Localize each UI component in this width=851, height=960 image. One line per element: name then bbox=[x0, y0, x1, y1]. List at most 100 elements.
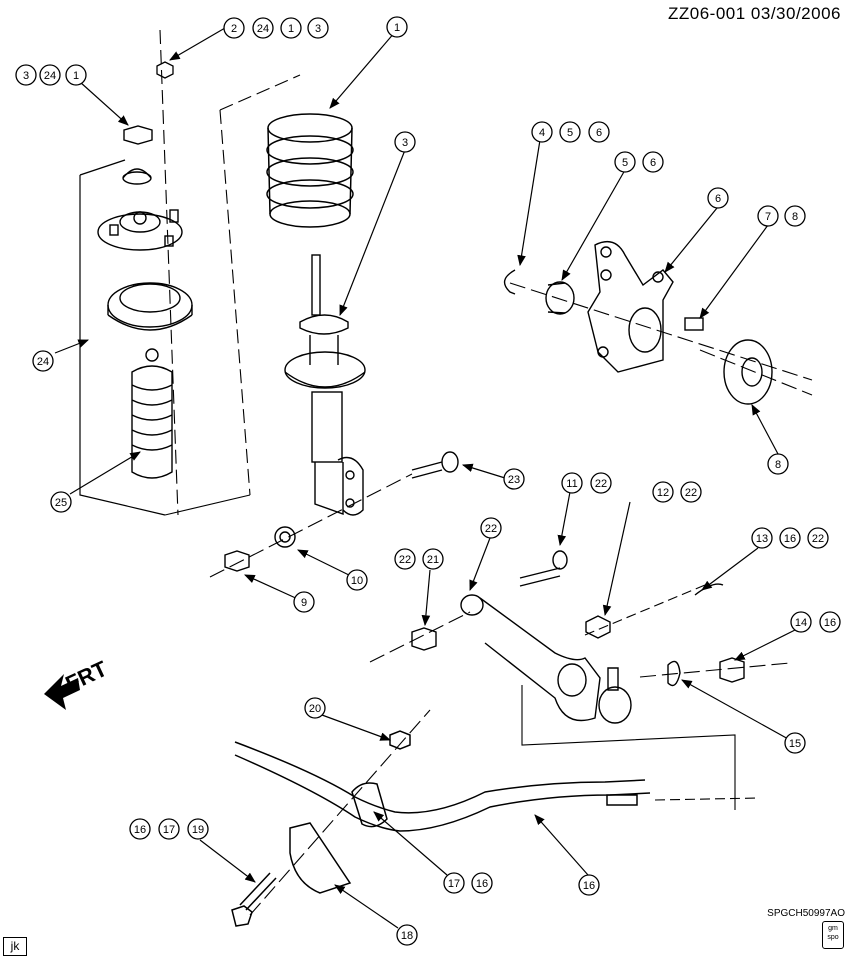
callout-circle bbox=[779, 527, 801, 549]
callout-13: 13 bbox=[751, 527, 773, 549]
callout-circle bbox=[652, 481, 674, 503]
callout-1: 1 bbox=[280, 17, 302, 39]
callout-circle bbox=[471, 872, 493, 894]
diagram-code-header: ZZ06-001 03/30/2006 bbox=[667, 4, 841, 23]
callout-circle bbox=[129, 818, 151, 840]
callout-16: 16 bbox=[578, 874, 600, 896]
callout-5: 5 bbox=[614, 151, 636, 173]
callout-circle bbox=[50, 491, 72, 513]
callout-24: 24 bbox=[39, 64, 61, 86]
callout-number: 16 bbox=[824, 617, 836, 629]
callout-number: 3 bbox=[402, 137, 408, 149]
direction-label: FRT bbox=[62, 656, 112, 697]
callout-number: 15 bbox=[789, 738, 801, 750]
callout-6: 6 bbox=[707, 187, 729, 209]
callout-number: 17 bbox=[163, 824, 175, 836]
callout-circle bbox=[396, 924, 418, 946]
callout-number: 19 bbox=[192, 824, 204, 836]
callout-5: 5 bbox=[559, 121, 581, 143]
callout-circle bbox=[32, 350, 54, 372]
callout-11: 11 bbox=[561, 472, 583, 494]
callout-22: 22 bbox=[590, 472, 612, 494]
callout-22: 22 bbox=[394, 548, 416, 570]
lower-control-arm bbox=[411, 550, 745, 724]
callout-number: 11 bbox=[566, 478, 577, 490]
callout-4: 4 bbox=[531, 121, 553, 143]
callout-circle bbox=[767, 453, 789, 475]
callout-2: 2 bbox=[223, 17, 245, 39]
callout-number: 1 bbox=[73, 70, 79, 82]
callout-number: 12 bbox=[657, 487, 669, 499]
callout-8: 8 bbox=[767, 453, 789, 475]
callout-number: 7 bbox=[765, 211, 771, 223]
callout-3: 3 bbox=[15, 64, 37, 86]
callout-number: 5 bbox=[622, 157, 628, 169]
callout-number: 24 bbox=[37, 356, 49, 368]
callout-circle bbox=[531, 121, 553, 143]
callout-circle bbox=[503, 468, 525, 490]
callout-16: 16 bbox=[779, 527, 801, 549]
strut-bolts bbox=[224, 451, 459, 572]
callout-22: 22 bbox=[807, 527, 829, 549]
callout-number: 5 bbox=[567, 127, 573, 139]
callout-6: 6 bbox=[588, 121, 610, 143]
callout-number: 16 bbox=[784, 533, 796, 545]
callout-circle bbox=[642, 151, 664, 173]
callout-circle bbox=[386, 16, 408, 38]
callout-7: 7 bbox=[757, 205, 779, 227]
callout-circle bbox=[757, 205, 779, 227]
leader-lines bbox=[54, 27, 796, 929]
strut-assembly bbox=[284, 254, 366, 516]
callout-circle bbox=[751, 527, 773, 549]
callout-number: 24 bbox=[257, 23, 269, 35]
callout-circle bbox=[394, 548, 416, 570]
callout-circle bbox=[680, 481, 702, 503]
callout-number: 6 bbox=[650, 157, 656, 169]
callout-circle bbox=[280, 17, 302, 39]
callout-6: 6 bbox=[642, 151, 664, 173]
callout-number: 16 bbox=[476, 878, 488, 890]
callout-circle bbox=[307, 17, 329, 39]
callout-number: 10 bbox=[351, 575, 363, 587]
callout-17: 17 bbox=[443, 872, 465, 894]
callout-circle bbox=[293, 591, 315, 613]
callout-circle bbox=[304, 697, 326, 719]
callout-3: 3 bbox=[307, 17, 329, 39]
callout-number: 3 bbox=[23, 70, 29, 82]
callout-number: 16 bbox=[583, 880, 595, 892]
callout-number: 6 bbox=[715, 193, 721, 205]
callout-1: 1 bbox=[386, 16, 408, 38]
callout-number: 23 bbox=[508, 474, 520, 486]
callout-circle bbox=[65, 64, 87, 86]
callout-circle bbox=[346, 569, 368, 591]
callout-circle bbox=[588, 121, 610, 143]
knuckle-hub-assembly bbox=[503, 241, 773, 405]
callout-number: 8 bbox=[775, 459, 781, 471]
callout-16: 16 bbox=[129, 818, 151, 840]
gm-logo-line2: spo bbox=[827, 934, 839, 941]
callout-number: 4 bbox=[539, 127, 545, 139]
callout-circle bbox=[819, 611, 841, 633]
callout-number: 22 bbox=[485, 523, 497, 535]
callout-number: 22 bbox=[399, 554, 411, 566]
callout-number: 21 bbox=[427, 554, 439, 566]
callout-circle bbox=[807, 527, 829, 549]
callout-number: 22 bbox=[595, 478, 607, 490]
callout-circle bbox=[187, 818, 209, 840]
callout-circle bbox=[784, 205, 806, 227]
callout-15: 15 bbox=[784, 732, 806, 754]
callout-1: 1 bbox=[65, 64, 87, 86]
callout-number: 25 bbox=[55, 497, 67, 509]
callout-number: 17 bbox=[448, 878, 460, 890]
callout-21: 21 bbox=[422, 548, 444, 570]
callout-circle bbox=[784, 732, 806, 754]
gm-spo-logo: gm spo bbox=[822, 921, 844, 949]
callout-number: 16 bbox=[134, 824, 146, 836]
callout-circle bbox=[39, 64, 61, 86]
stabilizer-bar bbox=[231, 730, 651, 927]
callout-number: 24 bbox=[44, 70, 56, 82]
callout-number: 13 bbox=[756, 533, 768, 545]
callout-circle bbox=[15, 64, 37, 86]
callout-number: 14 bbox=[795, 617, 807, 629]
callout-number: 8 bbox=[792, 211, 798, 223]
